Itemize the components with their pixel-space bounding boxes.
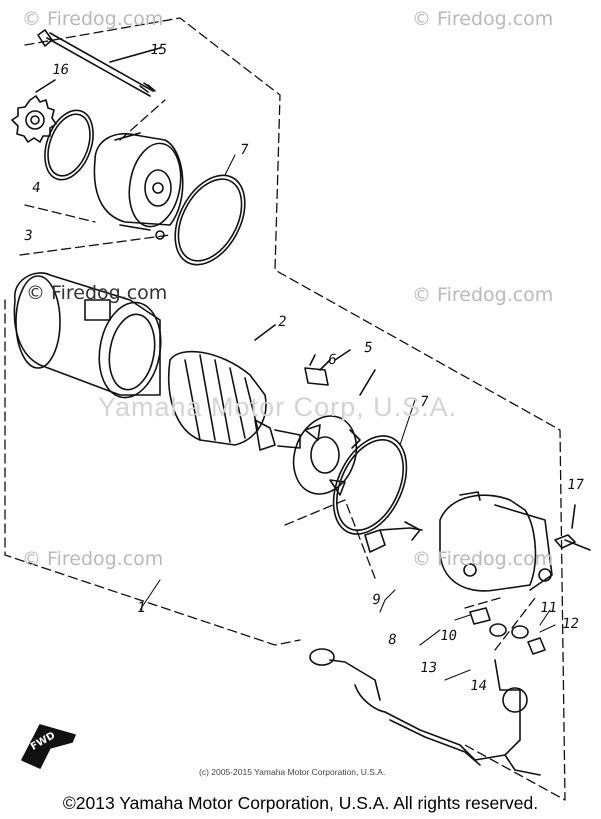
through-bolt [37,29,161,97]
nuts-washers [469,607,546,655]
small-copyright: (c) 2005-2015 Yamaha Motor Corporation, … [199,767,386,777]
watermark-low-right: © Firedog.com [412,548,554,570]
o-ring [44,109,94,181]
watermark-mid-left: © Firedog.com [26,282,168,304]
cable-assembly [309,648,541,776]
footer-copyright: ©2013 Yamaha Motor Corporation, U.S.A. A… [62,793,539,813]
armature [168,324,301,451]
part-number-14: 14 [468,678,488,694]
watermark-low-left: © Firedog.com [22,548,164,570]
part-number-15: 15 [148,42,168,58]
part-number-10: 10 [438,628,458,644]
part-number-17: 17 [565,477,585,493]
watermark-top-right: © Firedog.com [412,8,554,30]
sprocket-gear [11,79,57,143]
fwd-arrow [21,724,76,769]
o-ring-lower [332,435,408,535]
bolt-17 [554,504,591,551]
brush-wire [364,521,423,553]
part-number-13: 13 [418,660,438,676]
watermark-mid-right: © Firedog.com [412,284,554,306]
brush-plate [292,369,376,496]
part-number-12: 12 [560,616,580,632]
assembly-boundary [4,17,566,801]
o-ring-upper [174,174,246,266]
watermark-top-left: © Firedog.com [22,8,164,30]
front-cover [93,132,184,240]
part-number-11: 11 [538,600,558,616]
yoke-housing [13,272,162,399]
watermark-center: Yamaha Motor Corp, U.S.A. [98,392,458,422]
rear-cover [439,491,553,592]
brush-part [304,349,351,386]
part-number-16: 16 [50,62,70,78]
leader-lines [139,154,556,681]
